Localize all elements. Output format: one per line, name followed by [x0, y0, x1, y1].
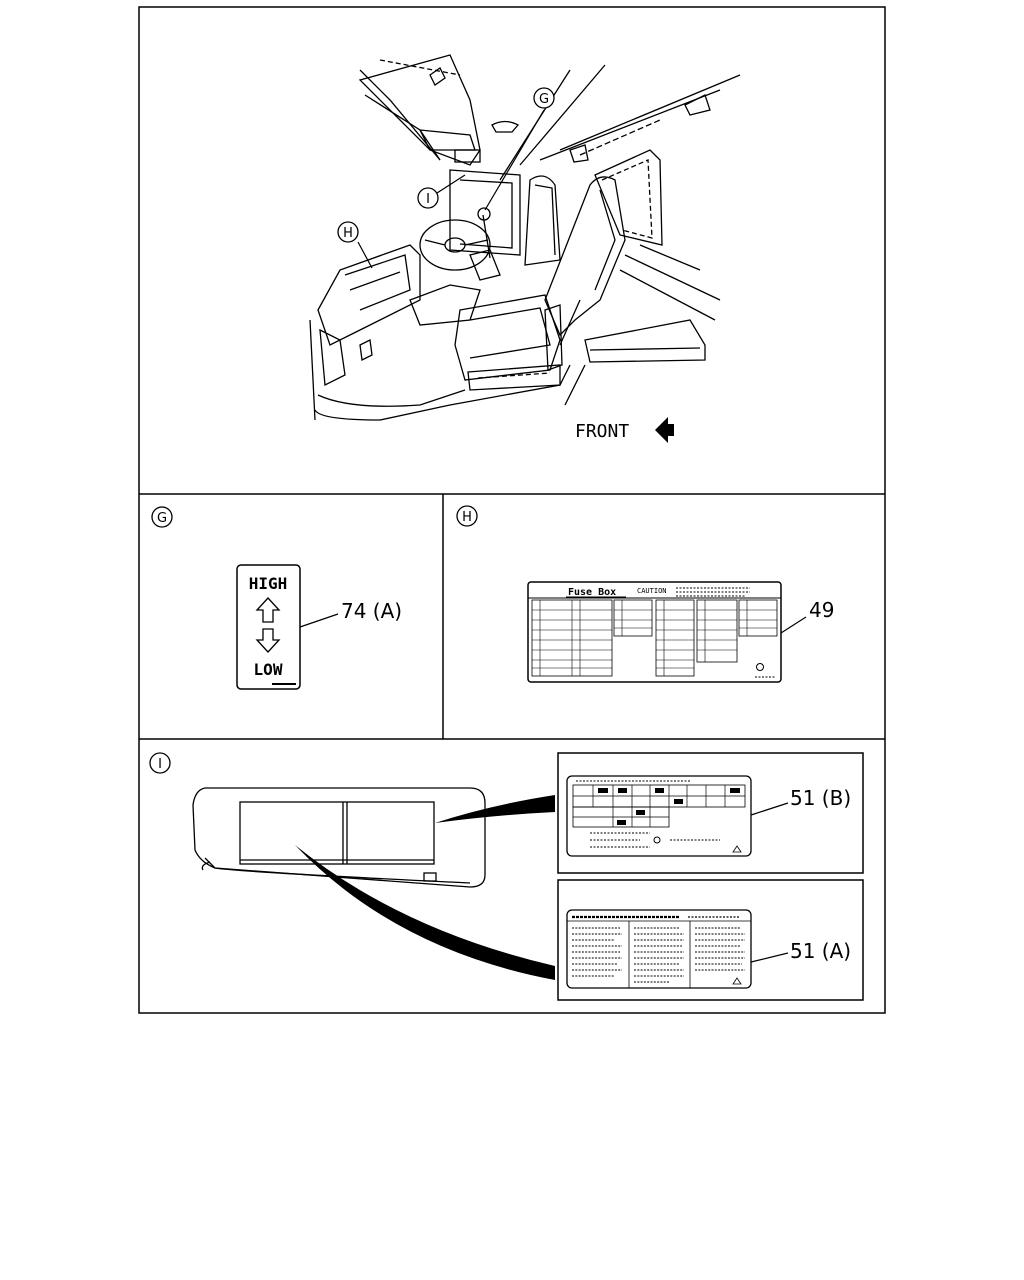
front-direction-label: FRONT: [575, 421, 629, 442]
arrow-down-icon: [255, 628, 281, 653]
svg-text:CAUTION: CAUTION: [637, 587, 667, 595]
diagram-frame: [138, 6, 886, 1014]
svg-text:HIGH: HIGH: [249, 574, 288, 593]
svg-text:H: H: [343, 226, 353, 241]
svg-text:Fuse Box: Fuse Box: [568, 587, 616, 598]
gear-shift-label: HIGH LOW: [236, 564, 301, 690]
leader-band-51b: [435, 795, 555, 823]
part-no-74a: 74 (A): [341, 599, 402, 623]
svg-text:G: G: [157, 511, 167, 526]
leader-band-51a: [295, 845, 555, 980]
leader-51b: [750, 802, 789, 816]
callout-g-panel: G: [151, 506, 173, 528]
leader-51a: [750, 952, 789, 963]
inset-box-51b: [557, 752, 864, 874]
part-no-51b: 51 (B): [790, 786, 851, 810]
callout-leaders: [357, 109, 545, 269]
leader-49: [780, 616, 807, 634]
leader-74a: [299, 613, 339, 628]
front-arrow-icon: [655, 417, 674, 443]
sun-visor-label-b: [566, 775, 752, 857]
callout-h-top: H: [337, 221, 359, 243]
part-no-51a: 51 (A): [790, 939, 851, 963]
svg-text:I: I: [426, 192, 430, 207]
callout-h-panel: H: [456, 505, 478, 527]
sun-visor-label-a: [566, 909, 752, 989]
callout-g-top: G: [533, 87, 555, 109]
svg-text:H: H: [462, 510, 472, 525]
callout-i-top: I: [417, 187, 439, 209]
svg-text:I: I: [158, 757, 162, 772]
svg-text:LOW: LOW: [254, 660, 283, 679]
sun-visor-illustration: [192, 787, 486, 888]
inset-box-51a: [557, 879, 864, 1001]
part-no-49: 49: [809, 598, 834, 622]
cab-interior-illustration: [309, 54, 741, 421]
arrow-up-icon: [255, 597, 281, 623]
callout-i-panel: I: [149, 752, 171, 774]
fuse-box-label: Fuse Box CAUTION: [527, 581, 782, 683]
svg-text:G: G: [539, 92, 549, 107]
